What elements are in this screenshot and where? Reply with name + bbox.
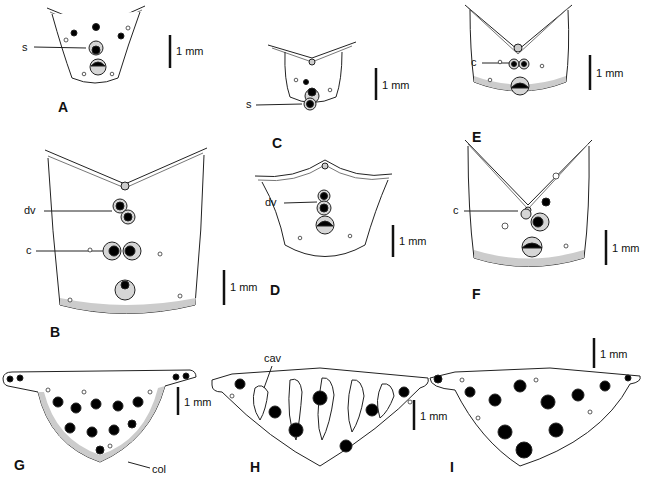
panel-letter: D: [270, 283, 280, 297]
part-label: col: [152, 464, 166, 475]
panel-letter: B: [50, 325, 60, 339]
part-label: s: [246, 99, 252, 110]
panel-letter: A: [58, 100, 68, 114]
part-label: 1 mm: [176, 46, 204, 57]
part-label: 1 mm: [230, 282, 258, 293]
part-label: 1 mm: [600, 349, 628, 360]
part-label: cav: [264, 353, 281, 364]
panel-letter: H: [250, 460, 260, 474]
part-label: dv: [24, 205, 36, 216]
part-label: c: [26, 245, 32, 256]
part-label: 1 mm: [596, 68, 624, 79]
part-label: 1 mm: [184, 397, 212, 408]
panel-letter: G: [14, 458, 25, 472]
panel-letter: C: [272, 136, 282, 150]
panel-letter: I: [450, 460, 454, 474]
part-label: c: [471, 57, 477, 68]
part-label: c: [453, 205, 459, 216]
part-label: 1 mm: [399, 236, 427, 247]
part-label: 1 mm: [382, 80, 410, 91]
part-label: 1 mm: [420, 411, 448, 422]
part-label: dv: [265, 197, 277, 208]
panel-letter: F: [472, 287, 481, 301]
part-label: 1 mm: [612, 243, 640, 254]
panel-letter: E: [472, 130, 481, 144]
part-label: s: [22, 42, 28, 53]
